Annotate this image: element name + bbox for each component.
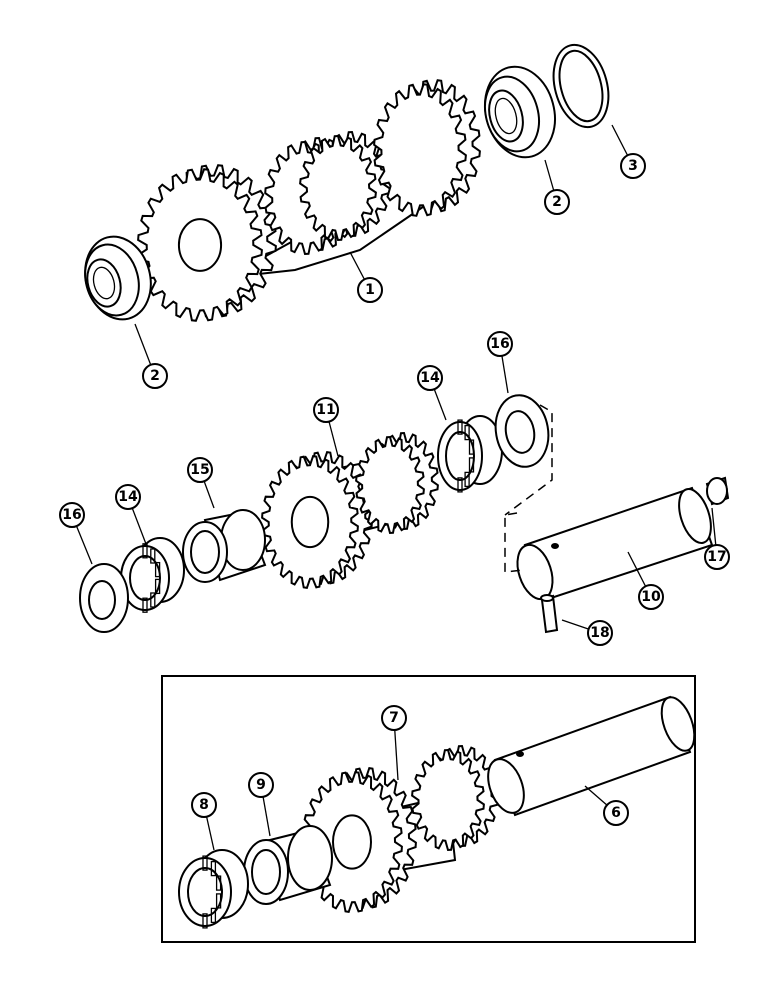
callout-11[interactable]: 11	[313, 397, 339, 423]
svg-text:11: 11	[316, 402, 335, 418]
callout-2-right[interactable]: 2	[544, 189, 570, 215]
svg-text:2: 2	[150, 368, 160, 384]
countershaft-gear-right	[373, 79, 481, 217]
idler-gear-large	[261, 450, 373, 590]
alternate-spacer-sleeve	[243, 825, 333, 905]
thrust-washer-upper	[494, 394, 550, 468]
bearing-right	[484, 65, 556, 159]
svg-text:3: 3	[628, 158, 638, 174]
reverse-idler-assembly	[261, 431, 439, 590]
alternate-idler-assembly	[301, 744, 499, 914]
svg-text:2: 2	[552, 194, 562, 210]
svg-text:15: 15	[190, 462, 209, 478]
callouts: 1 2 2 3 6 7 8 9 10 11 14 14 15 16 16 17 …	[59, 153, 730, 826]
idler-shaft	[516, 486, 714, 602]
thrust-washer-lower	[79, 563, 129, 633]
snap-ring	[552, 43, 610, 129]
roll-pin	[540, 594, 559, 634]
alternate-idler-shaft	[487, 695, 696, 817]
svg-text:14: 14	[118, 489, 138, 505]
svg-text:9: 9	[256, 777, 266, 793]
callout-9[interactable]: 9	[248, 772, 274, 798]
svg-text:10: 10	[641, 589, 661, 605]
callout-14-lower[interactable]: 14	[115, 484, 141, 510]
callout-17[interactable]: 17	[704, 544, 730, 570]
svg-text:1: 1	[365, 282, 375, 298]
pipe-plug	[705, 476, 730, 506]
alternate-assembly-box	[161, 675, 696, 943]
dashed-alignment-bracket	[504, 404, 553, 573]
svg-text:6: 6	[611, 805, 621, 821]
callout-16-upper[interactable]: 16	[487, 331, 513, 357]
bearing-left	[84, 235, 152, 321]
svg-text:14: 14	[420, 370, 440, 386]
alt-idler-gear-small	[411, 744, 499, 852]
svg-text:16: 16	[62, 507, 81, 523]
callout-3[interactable]: 3	[620, 153, 646, 179]
callout-15[interactable]: 15	[187, 457, 213, 483]
cage-details	[142, 419, 475, 929]
countershaft-assembly	[137, 79, 481, 322]
callout-8[interactable]: 8	[191, 792, 217, 818]
countershaft-gear-middle-2	[299, 130, 391, 242]
callout-7[interactable]: 7	[381, 705, 407, 731]
callout-16-lower[interactable]: 16	[59, 502, 85, 528]
alternate-needle-bearing	[178, 849, 249, 927]
callout-18[interactable]: 18	[587, 620, 613, 646]
svg-text:18: 18	[590, 625, 609, 641]
idler-gear-small	[355, 431, 439, 535]
callout-14-upper[interactable]: 14	[417, 365, 443, 391]
svg-text:16: 16	[490, 336, 509, 352]
callout-6[interactable]: 6	[603, 800, 629, 826]
spacer-sleeve	[182, 509, 267, 583]
svg-text:8: 8	[199, 797, 209, 813]
callout-1[interactable]: 1	[357, 277, 383, 303]
svg-text:17: 17	[707, 549, 726, 565]
callout-2-left[interactable]: 2	[142, 363, 168, 389]
countershaft-gear-left	[137, 164, 277, 322]
callout-10[interactable]: 10	[638, 584, 664, 610]
svg-text:7: 7	[389, 710, 399, 726]
